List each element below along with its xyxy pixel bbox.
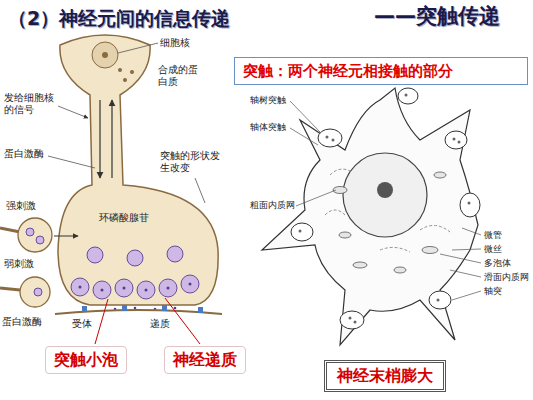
presynaptic-neuron (58, 35, 218, 305)
part-label: 微管 (484, 230, 502, 240)
part-label: 递质 (150, 318, 170, 330)
part-label: 蛋白激酶 (4, 148, 44, 160)
part-label: 轴体突触 (250, 122, 286, 133)
box-text: 突触：两个神经元相接触的部分 (243, 62, 519, 80)
part-label: 弱刺激 (4, 258, 34, 270)
definition-box: 突触：两个神经元相接触的部分 (234, 57, 528, 85)
part-label: 粗面内质网 (250, 200, 295, 211)
part-label: 突触的形状发生改变 (160, 150, 222, 174)
box-text: 神经末梢膨大 (337, 366, 433, 386)
part-label: 轴树突触 (250, 95, 286, 106)
leader-lines (48, 43, 205, 344)
part-label: 细胞核 (160, 37, 190, 49)
part-label: 受体 (72, 318, 92, 330)
callout-box: 神经递质 (164, 346, 246, 374)
neuron-cell-body (262, 88, 478, 345)
slide-title: （2）神经元间的信息传递 (8, 6, 230, 32)
part-label: 合成的蛋白质 (158, 64, 200, 88)
part-label: 滑面内质网 (484, 272, 529, 282)
transmitter-dots (79, 283, 192, 311)
box-text: 突触小泡 (54, 350, 118, 370)
part-label: 环磷酸腺苷 (98, 212, 150, 224)
part-label: 强刺激 (6, 200, 36, 212)
synaptic-vesicles (71, 246, 199, 299)
postsynaptic-membrane (55, 305, 222, 314)
input-terminals (0, 218, 78, 307)
part-label: 发给细胞核的信号 (4, 92, 56, 116)
callout-box: 神经末梢膨大 (324, 360, 446, 392)
box-text: 神经递质 (173, 350, 237, 370)
right-leader-lines (290, 101, 481, 300)
callout-box: 突触小泡 (45, 346, 127, 374)
part-label: 轴突 (484, 286, 502, 296)
nerve-terminals (291, 88, 480, 329)
part-label: 蛋白激酶 (2, 316, 42, 328)
terminal-vesicles (299, 94, 471, 324)
part-label: 多泡体 (484, 258, 511, 268)
part-label: 微丝 (484, 244, 502, 254)
subtitle: ——突触传递 (374, 4, 500, 29)
